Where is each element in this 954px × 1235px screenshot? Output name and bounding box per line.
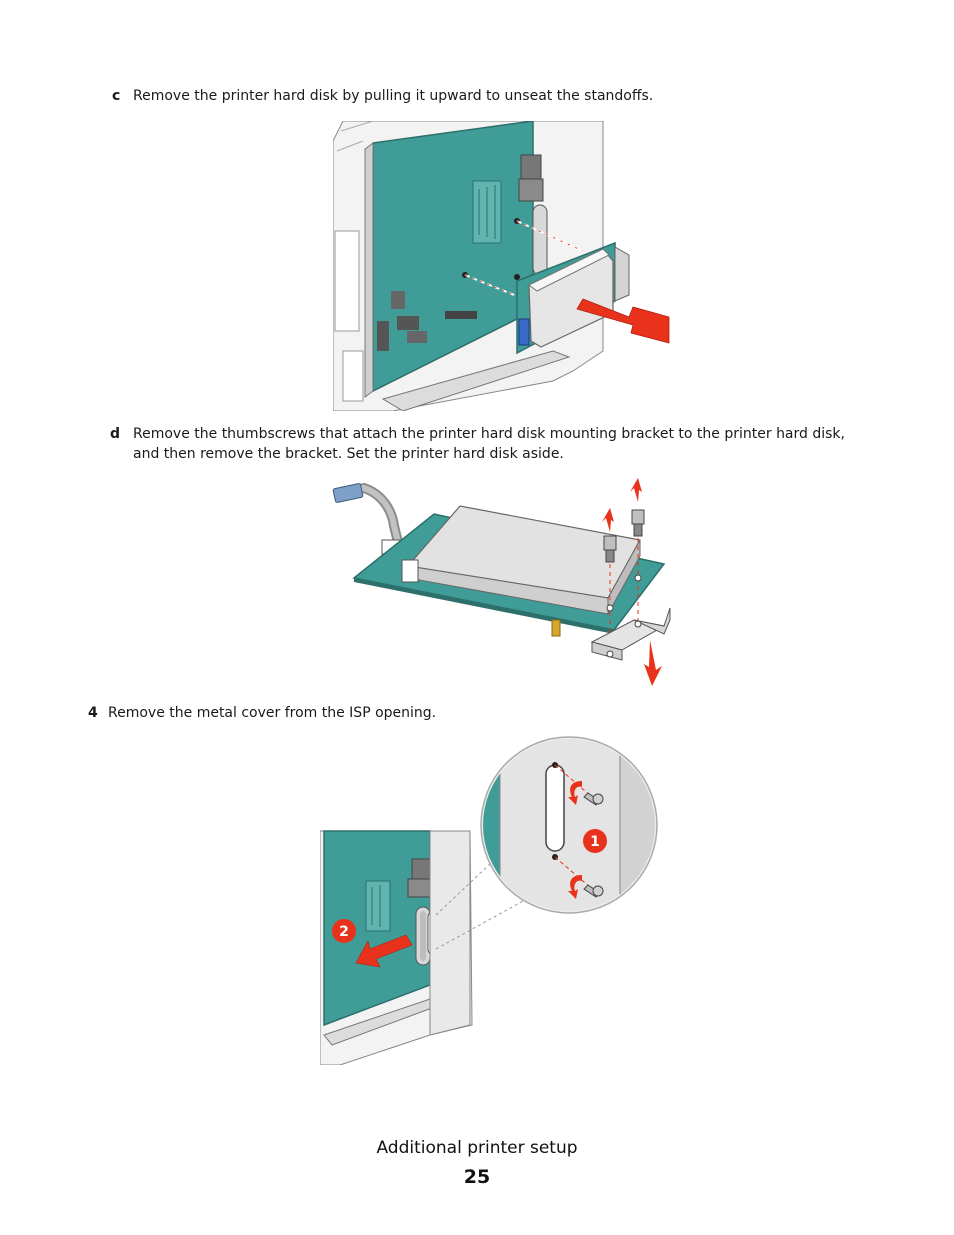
callout-1-icon bbox=[583, 829, 607, 853]
step-marker: 4 bbox=[88, 705, 98, 721]
step-marker: d bbox=[110, 426, 121, 442]
step-text: Remove the printer hard disk by pulling … bbox=[133, 88, 654, 104]
step-c: c Remove the printer hard disk by pullin… bbox=[112, 86, 872, 106]
step-text: Remove the metal cover from the ISP open… bbox=[108, 705, 437, 721]
callout-2-label: 2 bbox=[339, 924, 349, 940]
callout-1-label: 1 bbox=[590, 834, 600, 850]
page-number: 25 bbox=[463, 1166, 491, 1188]
illustration-remove-bracket bbox=[330, 474, 674, 688]
callout-2-icon bbox=[332, 919, 356, 943]
step-marker: c bbox=[112, 88, 121, 104]
step-d: d Remove the thumbscrews that attach the… bbox=[110, 424, 870, 464]
step-text: Remove the thumbscrews that attach the p… bbox=[133, 426, 845, 462]
footer-title: Additional printer setup bbox=[376, 1138, 578, 1158]
illustration-remove-isp-cover: 1 2 bbox=[320, 735, 664, 1065]
illustration-remove-hard-disk bbox=[333, 121, 673, 411]
step-4: 4 Remove the metal cover from the ISP op… bbox=[88, 703, 848, 723]
